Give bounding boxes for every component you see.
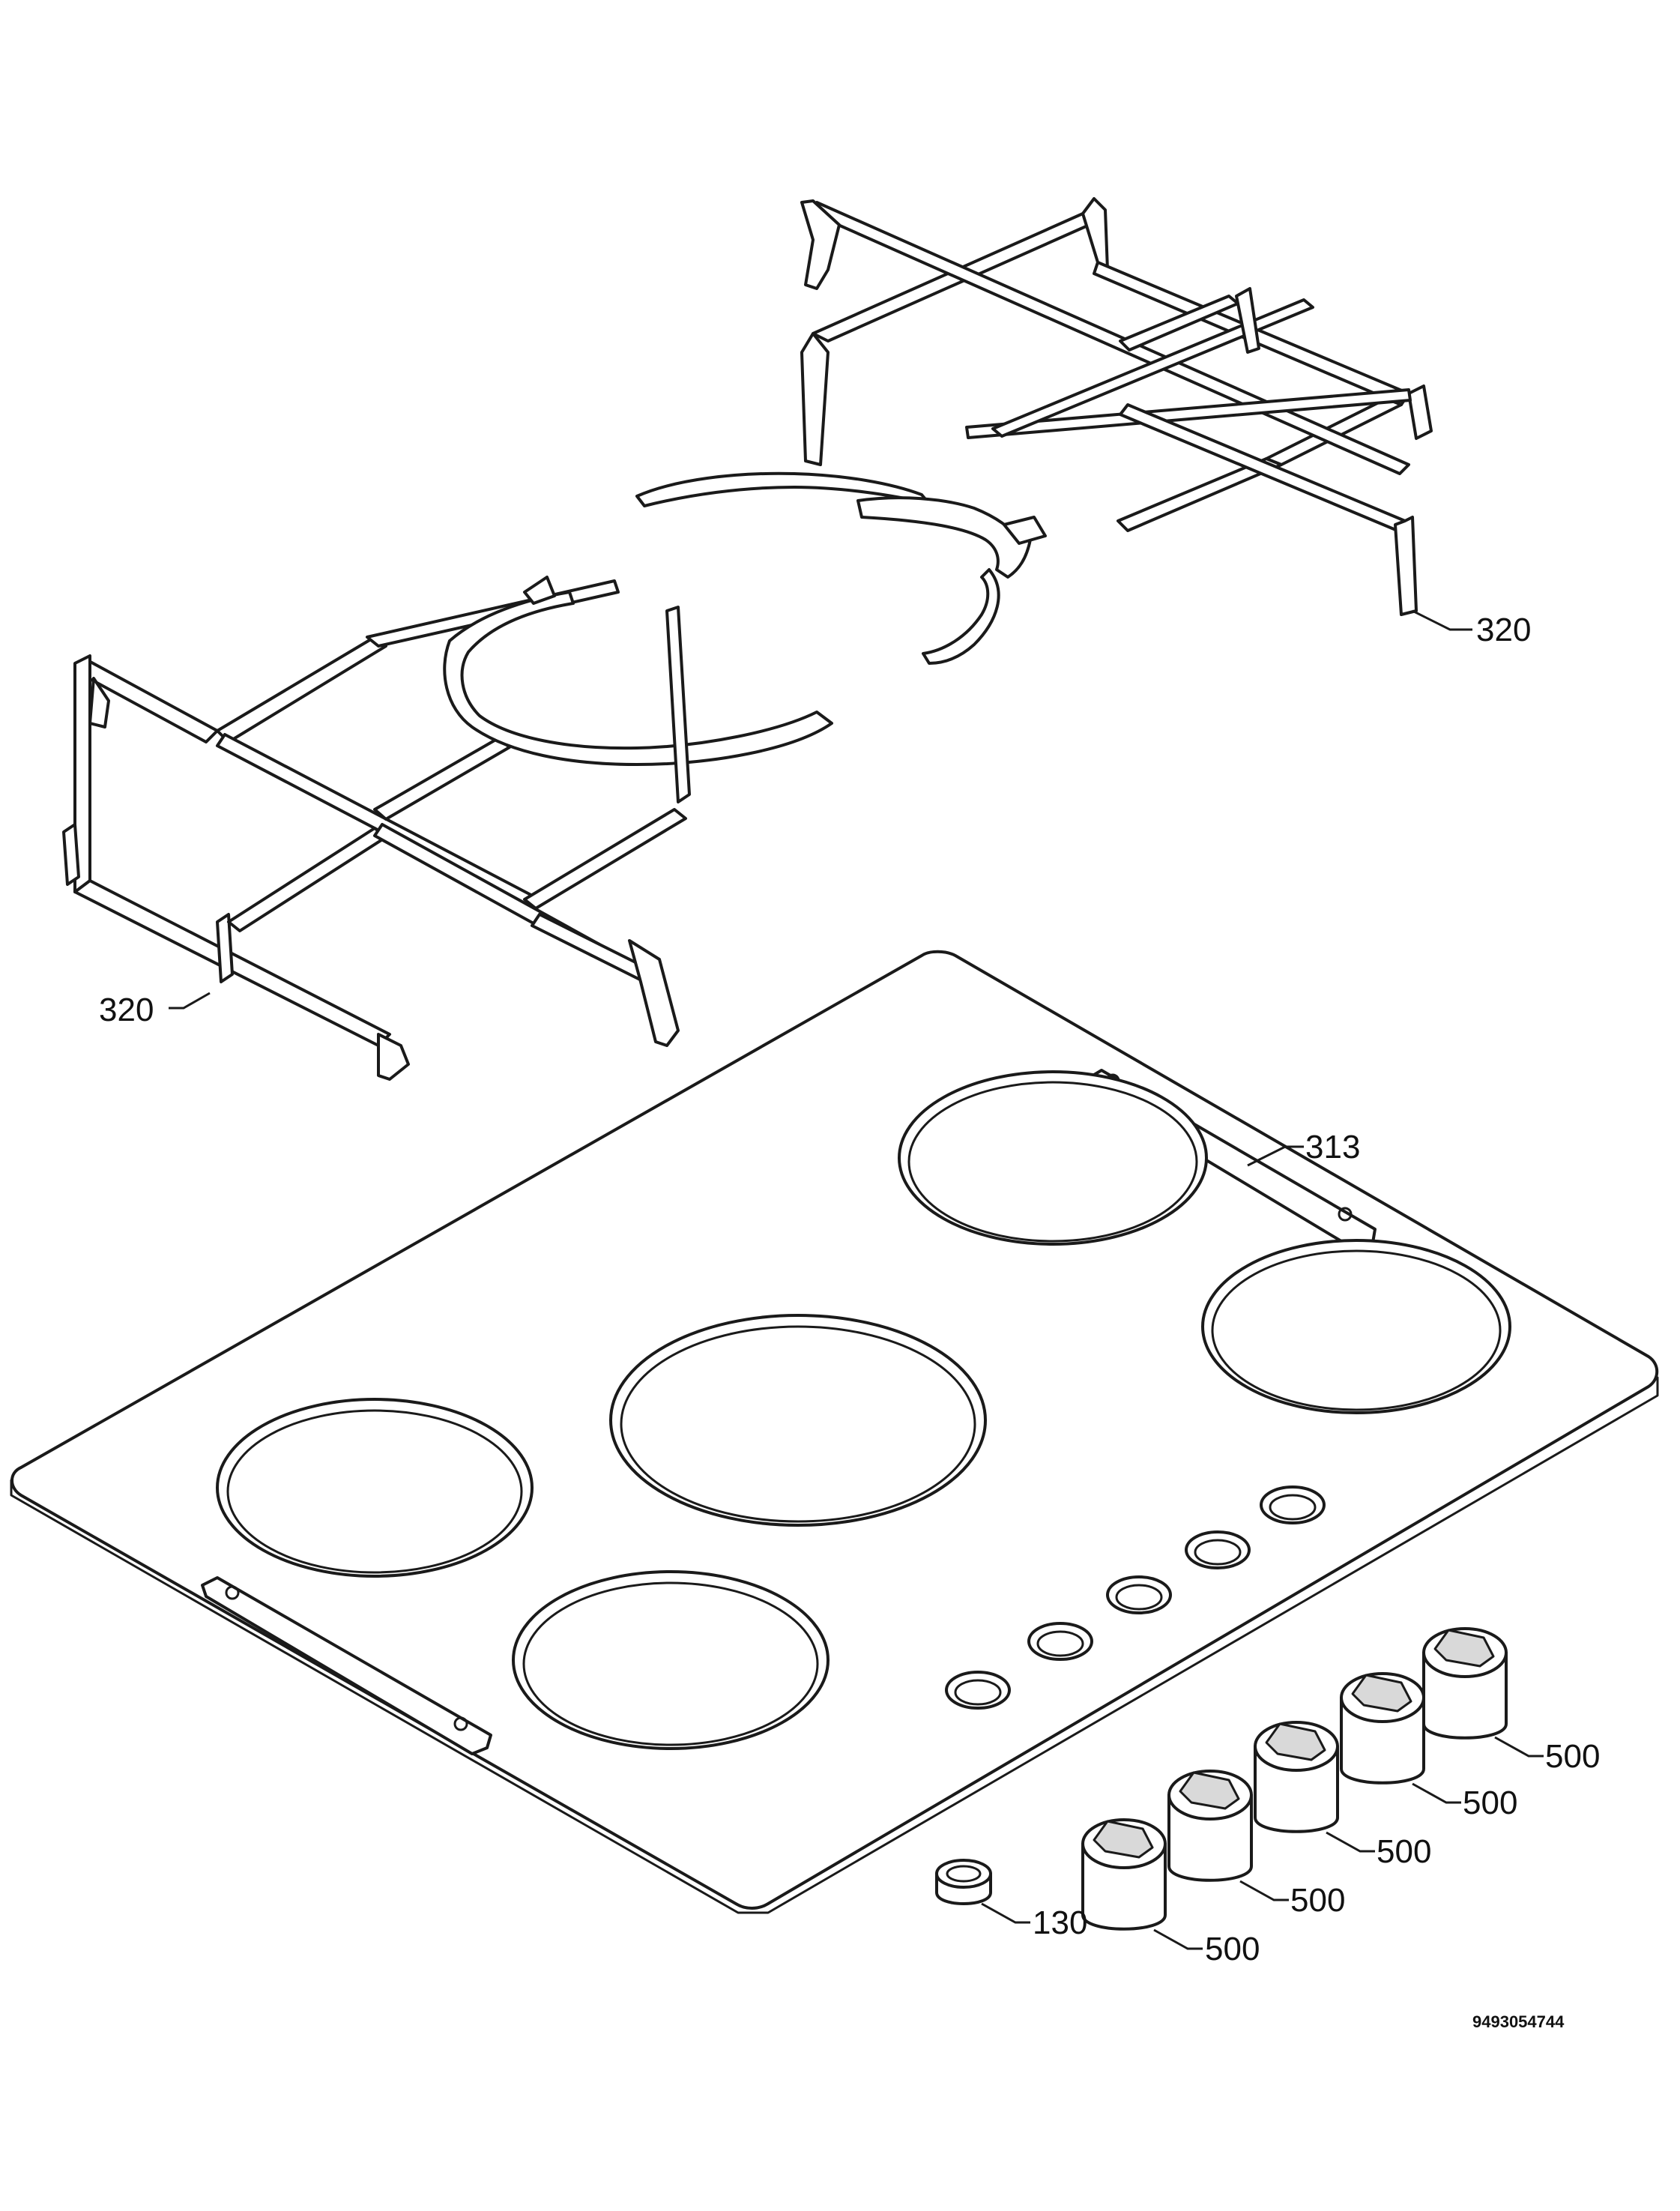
callout-label-320-right: 320 bbox=[1476, 612, 1531, 648]
callout-500-knob-1: 500 bbox=[1153, 1928, 1260, 1967]
callout-320-left: 320 bbox=[99, 992, 211, 1028]
callout-500-knob-3: 500 bbox=[1326, 1831, 1431, 1870]
seal-ring bbox=[935, 1859, 992, 1905]
document-number: 9493054744 bbox=[1472, 2012, 1565, 2031]
callout-label-130: 130 bbox=[1033, 1904, 1087, 1941]
callout-label-500-3: 500 bbox=[1377, 1833, 1431, 1870]
callout-130: 130 bbox=[981, 1902, 1087, 1941]
callout-label-500-1: 500 bbox=[1205, 1931, 1260, 1967]
pan-support-grate-right bbox=[635, 197, 1433, 665]
callout-label-320-left: 320 bbox=[99, 992, 154, 1028]
control-knob-3 bbox=[1254, 1721, 1339, 1833]
callout-label-500-4: 500 bbox=[1463, 1785, 1517, 1821]
control-knob-4 bbox=[1340, 1672, 1425, 1785]
callout-label-500-2: 500 bbox=[1290, 1882, 1345, 1919]
callout-500-knob-4: 500 bbox=[1412, 1782, 1517, 1821]
callout-320-right: 320 bbox=[1412, 609, 1531, 648]
callout-313: 313 bbox=[1247, 1129, 1360, 1167]
callout-500-knob-2: 500 bbox=[1239, 1880, 1345, 1919]
callout-label-500-5: 500 bbox=[1545, 1738, 1600, 1775]
control-knob-2 bbox=[1167, 1770, 1253, 1882]
control-knob-1 bbox=[1081, 1818, 1167, 1931]
callout-label-313: 313 bbox=[1305, 1129, 1360, 1165]
control-knob-5 bbox=[1422, 1627, 1508, 1740]
hob-top-panel bbox=[10, 950, 1659, 1914]
pan-support-grate-left bbox=[62, 576, 833, 1081]
callout-500-knob-5: 500 bbox=[1494, 1736, 1600, 1775]
